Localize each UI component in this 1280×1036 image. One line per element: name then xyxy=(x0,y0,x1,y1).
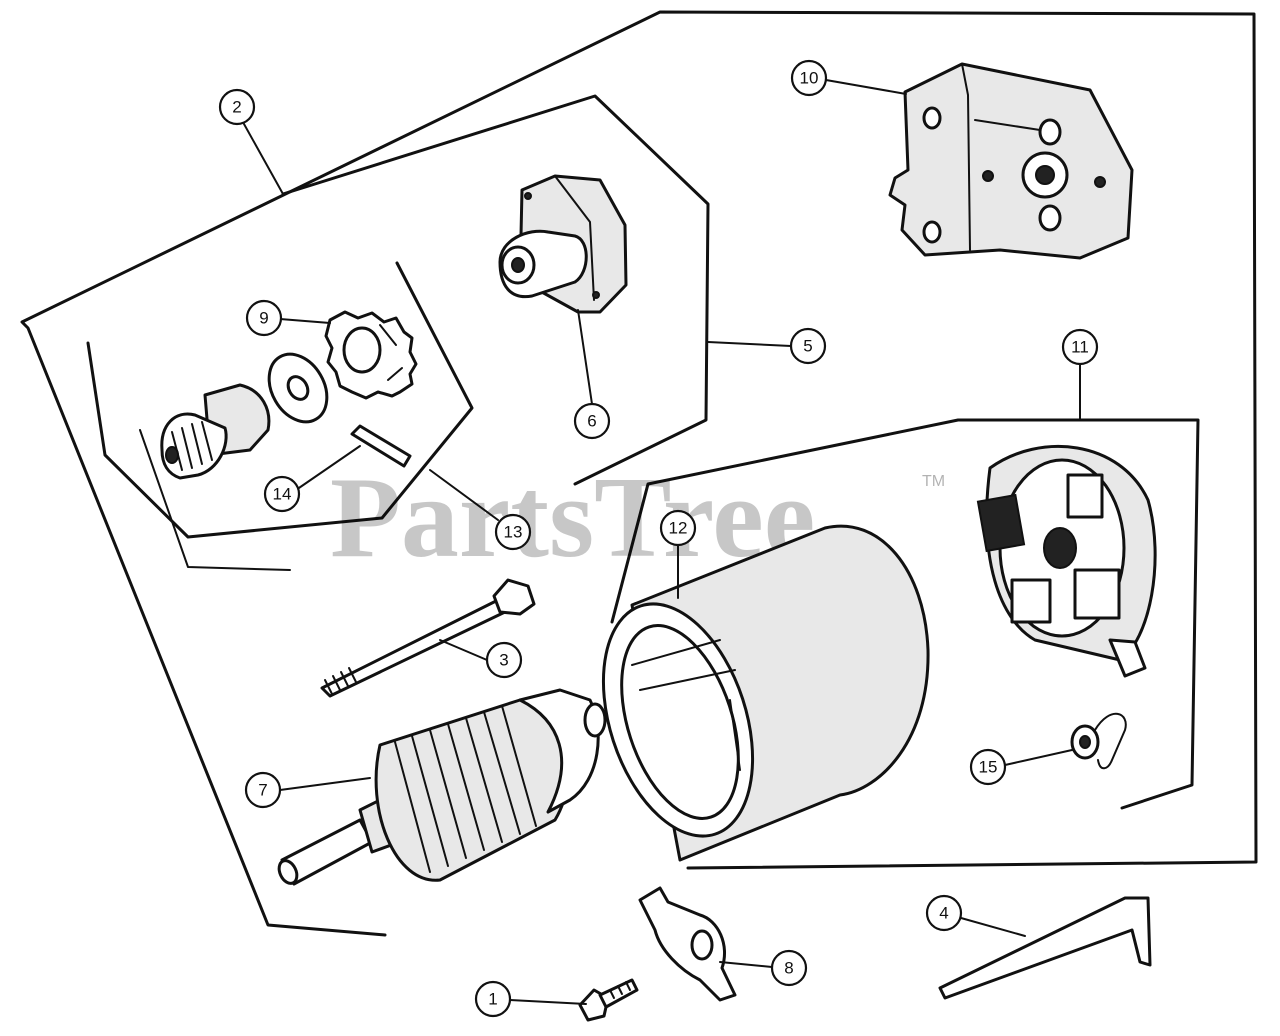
callout-label: 6 xyxy=(587,412,596,431)
callout-9[interactable]: 9 xyxy=(245,299,283,337)
callout-label: 2 xyxy=(232,98,241,117)
callout-label: 8 xyxy=(784,959,793,978)
callout-12[interactable]: 12 xyxy=(659,509,697,547)
callout-8[interactable]: 8 xyxy=(770,949,808,987)
assembly-outlines xyxy=(20,10,1258,937)
part-15-spring-clip xyxy=(1070,712,1127,770)
part-1-screw xyxy=(578,978,639,1022)
part-14-pin xyxy=(350,424,412,468)
part-4-strip-bracket xyxy=(938,896,1152,1000)
callout-label: 5 xyxy=(803,337,812,356)
callout-label: 11 xyxy=(1071,338,1089,357)
brush-assembly-outline xyxy=(610,418,1200,810)
leader-lines xyxy=(243,79,1081,1005)
part-7-armature xyxy=(277,688,607,886)
callout-6[interactable]: 6 xyxy=(573,402,611,440)
callout-label: 9 xyxy=(259,309,268,328)
callout-label: 15 xyxy=(979,758,998,777)
part-drive-clutch xyxy=(160,383,271,480)
watermark-trademark: TM xyxy=(922,473,945,490)
callout-1[interactable]: 1 xyxy=(474,980,512,1018)
drive-assembly-outline xyxy=(281,94,710,486)
callout-13[interactable]: 13 xyxy=(494,513,532,551)
callout-3[interactable]: 3 xyxy=(485,641,523,679)
callout-label: 1 xyxy=(488,990,497,1009)
callout-label: 14 xyxy=(273,485,292,504)
callout-7[interactable]: 7 xyxy=(244,771,282,809)
drive-subassembly-bracket xyxy=(139,429,291,571)
part-6-drive-housing xyxy=(498,174,628,314)
outer-assembly-outline xyxy=(20,10,1258,937)
callout-label: 13 xyxy=(504,523,523,542)
callout-2[interactable]: 2 xyxy=(218,88,256,126)
callout-label: 4 xyxy=(939,904,948,923)
callout-14[interactable]: 14 xyxy=(263,475,301,513)
part-11-brush-holder xyxy=(976,444,1157,678)
part-10-end-bracket xyxy=(888,62,1134,260)
drive-subassembly-outline xyxy=(86,261,474,539)
callout-label: 12 xyxy=(669,519,688,538)
part-9-pinion-gear xyxy=(324,310,418,400)
callout-4[interactable]: 4 xyxy=(925,894,963,932)
watermark: PartsTree TM xyxy=(330,454,945,582)
callout-label: 3 xyxy=(499,651,508,670)
callout-5[interactable]: 5 xyxy=(789,327,827,365)
part-8-clip xyxy=(638,886,737,1002)
part-3-through-bolt xyxy=(320,578,536,698)
part-12-frame xyxy=(601,524,930,862)
part-washer xyxy=(267,352,329,424)
callout-15[interactable]: 15 xyxy=(969,748,1007,786)
callout-label: 10 xyxy=(800,69,819,88)
callout-10[interactable]: 10 xyxy=(790,59,828,97)
watermark-text: PartsTree xyxy=(330,454,815,582)
callout-11[interactable]: 11 xyxy=(1061,328,1099,366)
callout-label: 7 xyxy=(258,781,267,800)
